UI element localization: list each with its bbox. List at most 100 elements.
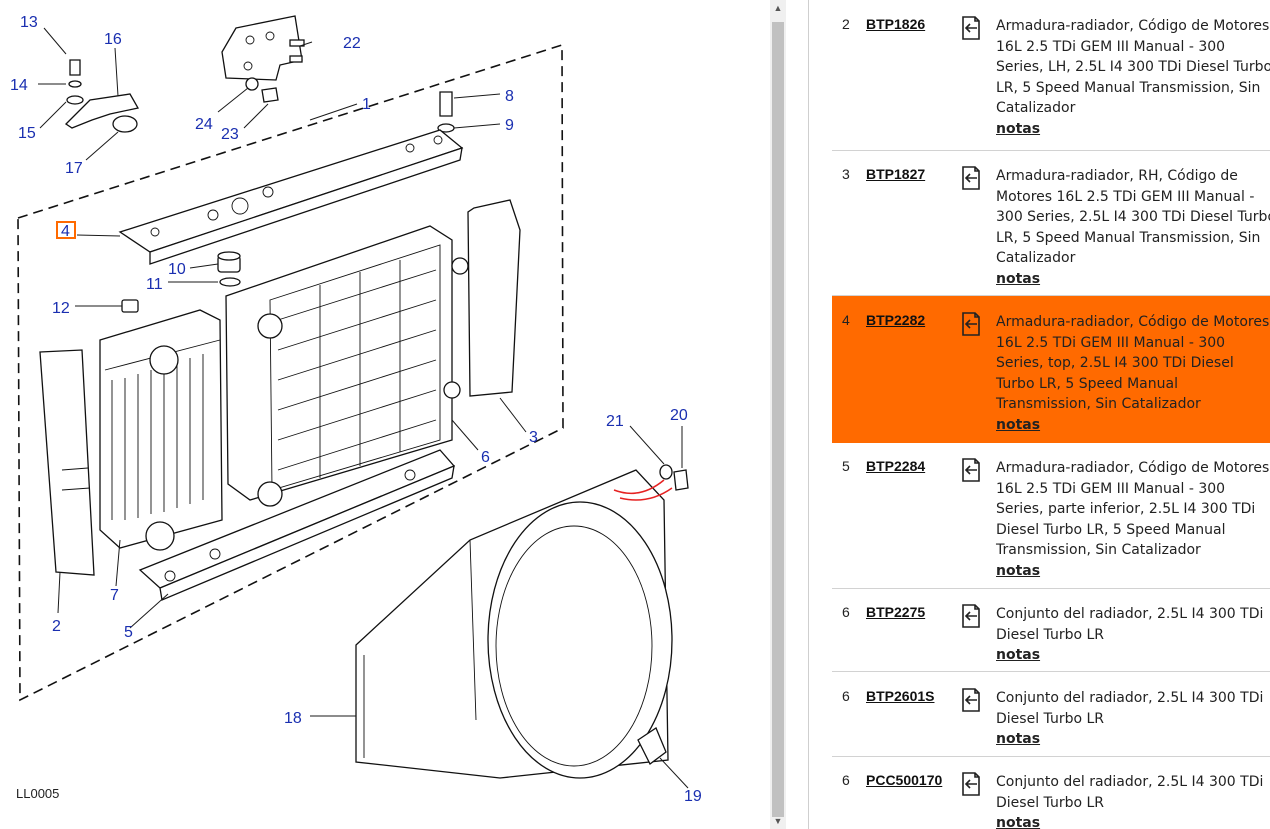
part-number-link[interactable]: BTP2601S <box>866 688 935 704</box>
callout-13[interactable]: 13 <box>20 14 38 31</box>
add-to-basket-icon[interactable] <box>958 164 984 192</box>
notes-link[interactable]: notas <box>996 562 1041 579</box>
callout-20[interactable]: 20 <box>670 407 688 424</box>
part-description: Armadura-radiador, RH, Código de Motores… <box>996 168 1270 266</box>
diagram-scrollbar[interactable]: ▲ ▼ <box>770 0 786 829</box>
item-number: 4 <box>842 312 850 328</box>
callout-15[interactable]: 15 <box>18 125 36 142</box>
list-item[interactable]: 2 BTP1826 Armadura-radiador, Código de M… <box>832 0 1270 151</box>
callout-3[interactable]: 3 <box>529 429 538 446</box>
scroll-thumb[interactable] <box>772 22 784 817</box>
part-11-seal[interactable] <box>219 277 241 287</box>
parts-diagram[interactable]: 1 2 3 4 5 6 7 8 9 10 11 12 13 14 15 16 1… <box>0 0 770 829</box>
part-13-bolt[interactable] <box>69 59 81 76</box>
list-item[interactable]: 3 BTP1827 Armadura-radiador, RH, Código … <box>832 150 1270 296</box>
callout-1[interactable]: 1 <box>362 96 371 113</box>
callout-6[interactable]: 6 <box>481 449 490 466</box>
part-4-top-frame[interactable] <box>118 129 464 265</box>
part-2-baffle[interactable] <box>39 349 95 576</box>
callout-labels: 1 2 3 4 5 6 7 8 9 10 11 12 13 14 15 16 1… <box>10 14 702 805</box>
part-8-bolt[interactable] <box>439 91 453 117</box>
item-number: 3 <box>842 166 850 182</box>
pane-divider <box>786 0 810 829</box>
callout-5[interactable]: 5 <box>124 624 133 641</box>
scroll-down-arrow-icon[interactable]: ▼ <box>773 816 783 826</box>
part-number-link[interactable]: BTP2284 <box>866 458 926 474</box>
callout-9[interactable]: 9 <box>505 117 514 134</box>
list-item[interactable]: 6 BTP2601S Conjunto del radiador, 2.5L I… <box>832 672 1270 757</box>
callout-2[interactable]: 2 <box>52 618 61 635</box>
part-number-link[interactable]: PCC500170 <box>866 772 943 788</box>
part-24-washer[interactable] <box>245 77 259 91</box>
part-7-intercooler[interactable] <box>99 309 223 551</box>
item-number: 6 <box>842 604 850 620</box>
callout-21[interactable]: 21 <box>606 413 624 430</box>
item-number: 6 <box>842 772 850 788</box>
add-to-basket-icon[interactable] <box>958 456 984 484</box>
part-number-link[interactable]: BTP2275 <box>866 604 926 620</box>
add-to-basket-icon[interactable] <box>958 14 984 42</box>
callout-4[interactable]: 4 <box>61 223 70 240</box>
part-17-mount[interactable] <box>112 115 138 133</box>
notes-link[interactable]: notas <box>996 416 1041 433</box>
item-number: 6 <box>842 688 850 704</box>
part-6-radiator[interactable] <box>225 225 469 507</box>
part-5-bottom-frame[interactable] <box>138 449 456 601</box>
part-description: Conjunto del radiador, 2.5L I4 300 TDi D… <box>996 606 1264 643</box>
callout-23[interactable]: 23 <box>221 126 239 143</box>
add-to-basket-icon[interactable] <box>958 770 984 798</box>
add-to-basket-icon[interactable] <box>958 602 984 630</box>
part-description: Armadura-radiador, Código de Motores 16L… <box>996 460 1270 558</box>
add-to-basket-icon[interactable] <box>958 310 984 338</box>
part-description: Armadura-radiador, Código de Motores 16L… <box>996 314 1270 412</box>
list-item[interactable]: 5 BTP2284 Armadura-radiador, Código de M… <box>832 442 1270 589</box>
item-number: 2 <box>842 16 850 32</box>
callout-11[interactable]: 11 <box>146 276 163 293</box>
callout-10[interactable]: 10 <box>168 261 186 278</box>
part-description: Conjunto del radiador, 2.5L I4 300 TDi D… <box>996 774 1264 811</box>
part-number-link[interactable]: BTP1826 <box>866 16 926 32</box>
notes-link[interactable]: notas <box>996 731 1041 747</box>
list-item[interactable]: 6 PCC500170 Conjunto del radiador, 2.5L … <box>832 756 1270 829</box>
notes-link[interactable]: notas <box>996 815 1041 829</box>
callout-7[interactable]: 7 <box>110 587 119 604</box>
callout-24[interactable]: 24 <box>195 116 213 133</box>
part-description: Armadura-radiador, Código de Motores 16L… <box>996 18 1270 116</box>
add-to-basket-icon[interactable] <box>958 686 984 714</box>
part-10-cap[interactable] <box>217 251 241 273</box>
scroll-up-arrow-icon[interactable]: ▲ <box>773 3 783 13</box>
callout-17[interactable]: 17 <box>65 160 83 177</box>
part-22-bracket[interactable] <box>221 15 305 81</box>
exploded-radiator-diagram: 1 2 3 4 5 6 7 8 9 10 11 12 13 14 15 16 1… <box>10 14 702 805</box>
part-18-fan-cowl[interactable] <box>355 469 673 779</box>
notes-link[interactable]: notas <box>996 647 1041 663</box>
callout-8[interactable]: 8 <box>505 88 514 105</box>
selected-callout-highlight <box>56 221 76 239</box>
part-15-washer[interactable] <box>66 95 84 105</box>
callout-16[interactable]: 16 <box>104 31 122 48</box>
callout-19[interactable]: 19 <box>684 788 702 805</box>
part-number-link[interactable]: BTP2282 <box>866 312 926 328</box>
callout-18[interactable]: 18 <box>284 710 302 727</box>
assembly-boundary <box>17 43 564 702</box>
part-23-bolt[interactable] <box>261 87 279 103</box>
part-12-cap[interactable] <box>121 299 139 313</box>
notes-link[interactable]: notas <box>996 270 1041 287</box>
part-19-clip[interactable] <box>637 727 667 765</box>
part-20-nut[interactable] <box>673 469 689 491</box>
part-14-washer[interactable] <box>68 80 82 88</box>
part-21-washer[interactable] <box>659 464 673 480</box>
parts-list: 2 BTP1826 Armadura-radiador, Código de M… <box>809 0 1270 829</box>
callout-14[interactable]: 14 <box>10 77 28 94</box>
part-number-link[interactable]: BTP1827 <box>866 166 926 182</box>
callout-12[interactable]: 12 <box>52 300 70 317</box>
callout-22[interactable]: 22 <box>343 35 361 52</box>
diagram-code: LL0005 <box>16 786 59 801</box>
list-item-selected[interactable]: 4 BTP2282 Armadura-radiador, Código de M… <box>832 296 1270 443</box>
part-16-bracket[interactable] <box>64 93 140 129</box>
part-3-baffle[interactable] <box>467 199 521 397</box>
notes-link[interactable]: notas <box>996 120 1041 137</box>
item-number: 5 <box>842 458 850 474</box>
part-description: Conjunto del radiador, 2.5L I4 300 TDi D… <box>996 690 1264 727</box>
list-item[interactable]: 6 BTP2275 Conjunto del radiador, 2.5L I4… <box>832 588 1270 672</box>
